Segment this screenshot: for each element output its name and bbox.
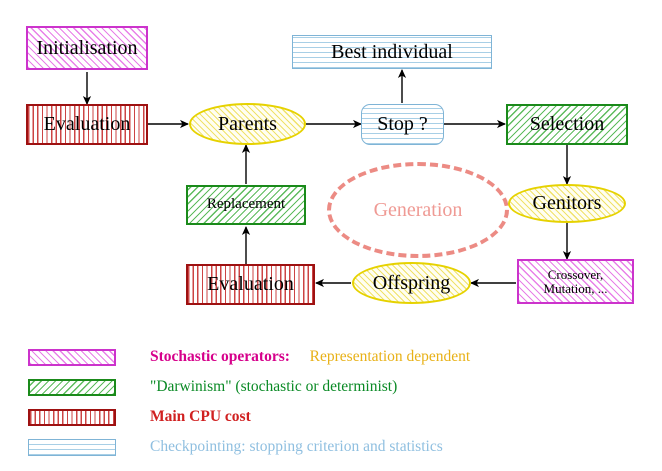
legend-row-main-cpu-cost: Main CPU cost xyxy=(28,406,251,428)
node-stop[interactable]: Stop ? xyxy=(361,104,444,145)
node-genitors-label: Genitors xyxy=(532,192,602,214)
node-selection[interactable]: Selection xyxy=(506,104,628,145)
node-initialisation[interactable]: Initialisation xyxy=(26,26,148,70)
node-offspring[interactable]: Offspring xyxy=(352,262,471,304)
node-best-individual-label: Best individual xyxy=(331,40,453,63)
node-crossover-label-line1: Crossover, xyxy=(547,266,604,282)
node-evaluation-bottom-label: Evaluation xyxy=(207,273,294,295)
legend-row-stochastic-operators: Stochastic operators: Representation dep… xyxy=(28,346,470,368)
node-offspring-label: Offspring xyxy=(372,271,451,294)
node-replacement-label: Replacement xyxy=(206,196,286,213)
legend-swatch-blue-horizontal-hatch xyxy=(28,438,116,456)
node-evaluation-top[interactable]: Evaluation xyxy=(26,104,148,145)
legend: Stochastic operators: Representation dep… xyxy=(0,340,662,460)
node-initialisation-label: Initialisation xyxy=(36,36,138,59)
node-evaluation-top-label: Evaluation xyxy=(43,113,131,135)
node-selection-label: Selection xyxy=(529,113,605,135)
legend-label-representation-dependent: Representation dependent xyxy=(309,348,471,365)
node-genitors[interactable]: Genitors xyxy=(508,184,626,223)
node-best-individual[interactable]: Best individual xyxy=(292,35,492,69)
generation-label: Generation xyxy=(373,198,463,221)
node-evaluation-bottom[interactable]: Evaluation xyxy=(186,264,315,305)
node-parents[interactable]: Parents xyxy=(189,103,306,145)
legend-label-stochastic-operators: Stochastic operators: xyxy=(150,348,290,365)
legend-label-darwinism: "Darwinism" (stochastic or determinist) xyxy=(150,378,398,395)
node-crossover-mutation[interactable]: Crossover, Mutation, ... xyxy=(517,259,634,304)
legend-swatch-magenta-diagonal-hatch xyxy=(28,348,116,366)
legend-row-darwinism: "Darwinism" (stochastic or determinist) xyxy=(28,376,397,398)
legend-label-checkpointing: Checkpointing: stopping criterion and st… xyxy=(150,438,443,455)
legend-swatch-green-diagonal-hatch xyxy=(28,378,116,396)
node-stop-label: Stop ? xyxy=(377,113,428,135)
legend-label-main-cpu-cost: Main CPU cost xyxy=(150,408,251,425)
generation-cycle-ellipse: Generation xyxy=(327,162,509,258)
legend-text-stochastic-operators: Stochastic operators: Representation dep… xyxy=(150,348,470,366)
node-parents-label: Parents xyxy=(218,112,277,135)
legend-row-checkpointing: Checkpointing: stopping criterion and st… xyxy=(28,436,443,458)
legend-swatch-red-vertical-hatch xyxy=(28,408,116,426)
node-replacement[interactable]: Replacement xyxy=(186,185,306,225)
node-crossover-label-line2: Mutation, ... xyxy=(543,280,608,296)
